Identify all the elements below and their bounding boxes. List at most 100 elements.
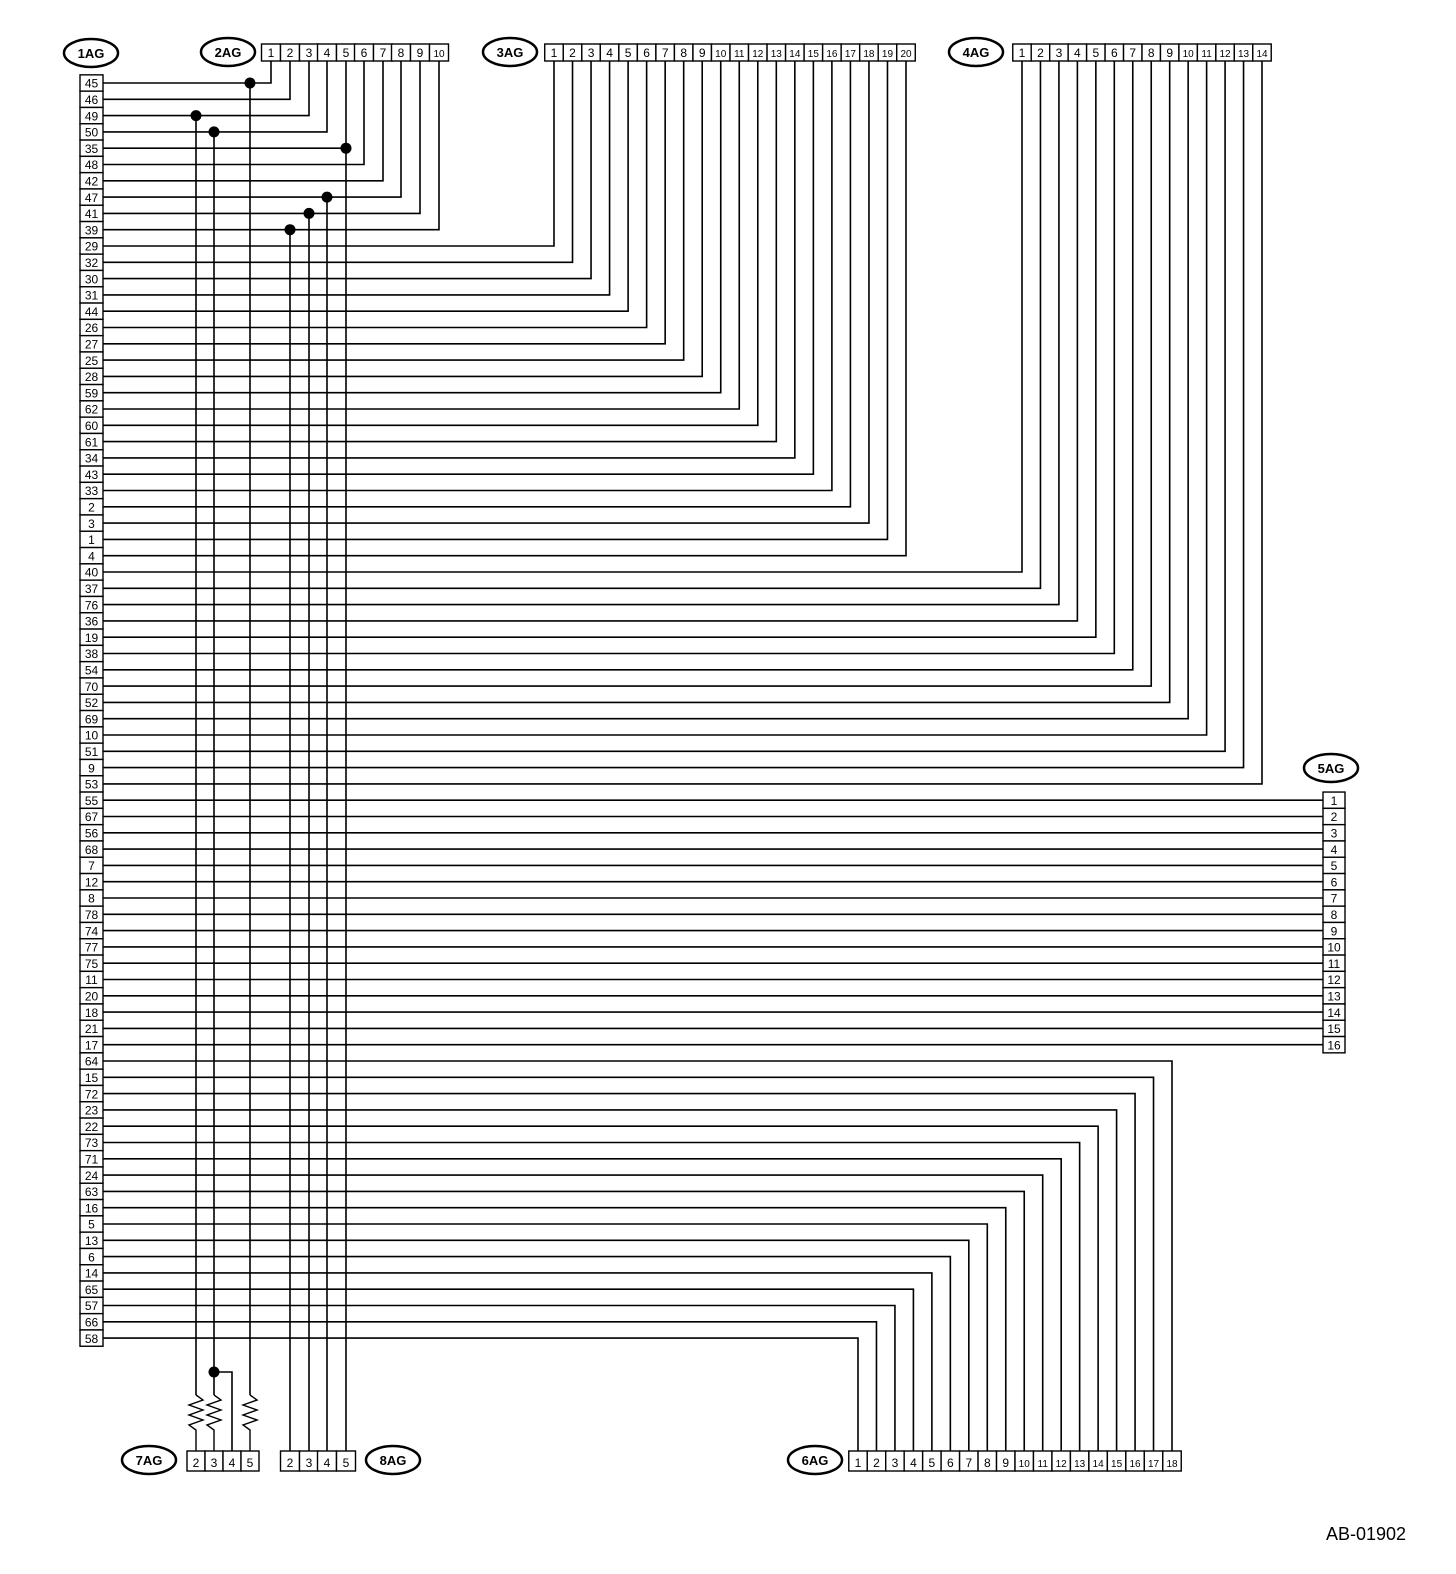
pin-label: 7	[1129, 46, 1136, 60]
wire-1ag-45-to-2ag-1	[103, 61, 272, 84]
pin-label: 12	[1056, 1459, 1068, 1470]
wire-1ag-36-to-4ag-4	[103, 61, 1079, 622]
pin-label: 31	[85, 289, 99, 303]
pin-label: 18	[85, 1006, 99, 1020]
pin-label: 2	[287, 46, 294, 60]
pin-label: 10	[1019, 1459, 1031, 1470]
wire-1ag-58-to-6ag-1	[103, 1337, 859, 1451]
pin-label: 5	[1093, 46, 1100, 60]
wire-1ag-62-to-3ag-11	[103, 61, 741, 410]
wire-1ag-39-to-2ag-10	[103, 61, 440, 231]
pin-label: 66	[85, 1315, 99, 1329]
pin-label: 38	[85, 647, 99, 661]
pin-label: 5	[247, 1456, 254, 1470]
pin-label: 3	[1331, 826, 1338, 840]
pin-label: 26	[85, 321, 99, 335]
pin-label: 7	[88, 859, 95, 873]
pin-box	[428, 43, 450, 62]
wire-1ag-3-to-3ag-18	[103, 61, 870, 524]
pin-label: 3	[306, 1456, 313, 1470]
wire-1ag-32-to-3ag-2	[103, 61, 574, 264]
pin-label: 76	[85, 598, 99, 612]
pin-label: 15	[85, 1071, 99, 1085]
figure-code: AB-01902	[1326, 1524, 1406, 1544]
pin-label: 16	[1327, 1038, 1341, 1052]
pin-label: 12	[1220, 49, 1232, 60]
pin-label: 69	[85, 712, 99, 726]
wire-1ag-34-to-3ag-14	[103, 61, 796, 459]
resistor-7ag-2	[186, 1394, 206, 1451]
wire-1ag-9-to-4ag-13	[103, 61, 1245, 769]
connector-label-3ag: 3AG	[481, 36, 539, 68]
wire-1ag-44-to-3ag-5	[103, 61, 629, 312]
pin-label: 5	[929, 1456, 936, 1470]
junction-dot	[244, 77, 256, 89]
wire-1ag-41-to-2ag-9	[103, 61, 421, 215]
connector-1ag-pins: 4546495035484247413929323031442627252859…	[79, 74, 104, 1347]
pin-label: 29	[85, 240, 99, 254]
pin-label: 67	[85, 810, 99, 824]
pin-label: 15	[808, 49, 820, 60]
pin-label: 17	[1148, 1459, 1160, 1470]
pin-label: 6	[361, 46, 368, 60]
pin-label: 3	[1056, 46, 1063, 60]
pin-label: 20	[900, 49, 912, 60]
pin-label: 35	[85, 142, 99, 156]
pin-label: 14	[1327, 1006, 1341, 1020]
pin-label: 27	[85, 337, 99, 351]
pin-label: 40	[85, 566, 99, 580]
wire-1ag-23-to-6ag-15	[103, 1109, 1118, 1451]
pin-label: 30	[85, 272, 99, 286]
pin-label: 14	[1256, 49, 1268, 60]
pin-label: 48	[85, 158, 99, 172]
pin-label: 21	[85, 1022, 99, 1036]
pin-label: 9	[1166, 46, 1173, 60]
pin-label: 11	[1328, 957, 1341, 971]
pin-label: 7	[965, 1456, 972, 1470]
pin-label: 5	[1331, 859, 1338, 873]
pin-label: 71	[85, 1152, 99, 1166]
wire-1ag-46-to-2ag-2	[103, 61, 291, 101]
pin-label: 5	[343, 46, 350, 60]
pin-label: 10	[715, 49, 727, 60]
pin-label: 41	[85, 207, 99, 221]
pin-label: 3	[211, 1456, 218, 1470]
pin-label: 24	[85, 1169, 99, 1183]
pin-label: 6	[947, 1456, 954, 1470]
wire-1ag-71-to-6ag-12	[103, 1158, 1062, 1451]
pin-label: 7	[662, 46, 669, 60]
pin-label: 9	[699, 46, 706, 60]
pin-label: 4	[910, 1456, 917, 1470]
junction-dot	[284, 224, 296, 236]
pin-label: 34	[85, 452, 99, 466]
pin-label: 49	[85, 109, 99, 123]
connectors: 1AG4546495035484247413929323031442627252…	[62, 36, 1360, 1476]
wire-1ag-66-to-6ag-2	[103, 1321, 878, 1451]
pin-label: 1	[855, 1456, 862, 1470]
pin-label: 63	[85, 1185, 99, 1199]
pin-label: 4	[324, 46, 331, 60]
pin-label: 1	[1331, 794, 1338, 808]
pin-label: 5	[343, 1456, 350, 1470]
connector-name: 3AG	[497, 45, 524, 60]
pin-label: 11	[1038, 1459, 1049, 1470]
pin-label: 2	[287, 1456, 294, 1470]
wire-1ag-60-to-3ag-12	[103, 61, 759, 427]
wire-1ag-43-to-3ag-15	[103, 61, 815, 475]
pin-label: 50	[85, 126, 99, 140]
wire-1ag-63-to-6ag-10	[103, 1190, 1026, 1451]
wire-1ag-57-to-6ag-3	[103, 1304, 896, 1451]
wire-1ag-30-to-3ag-3	[103, 61, 592, 280]
pin-label: 37	[85, 582, 99, 596]
pin-label: 44	[85, 305, 99, 319]
pin-label: 11	[734, 49, 745, 60]
junction-dot	[321, 191, 333, 203]
pin-label: 1	[551, 46, 558, 60]
pin-label: 74	[85, 924, 99, 938]
wire-1ag-28-to-3ag-9	[103, 61, 704, 378]
pin-box	[335, 1450, 357, 1472]
connector-label-7ag: 7AG	[120, 1444, 178, 1476]
pin-label: 47	[85, 191, 99, 205]
